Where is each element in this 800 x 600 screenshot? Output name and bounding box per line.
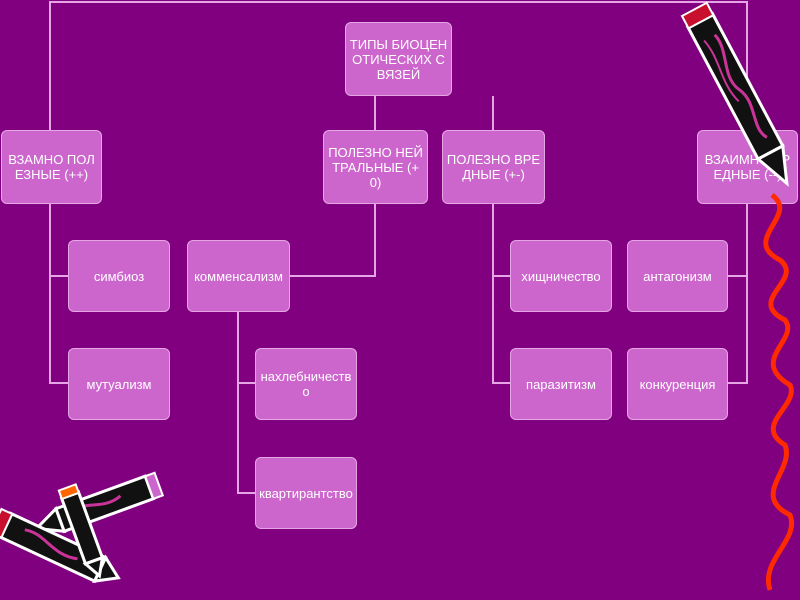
crayon-bottom-upper-icon	[32, 473, 162, 540]
crayon-right-icon	[682, 3, 799, 190]
wavy-line-icon	[766, 195, 792, 590]
